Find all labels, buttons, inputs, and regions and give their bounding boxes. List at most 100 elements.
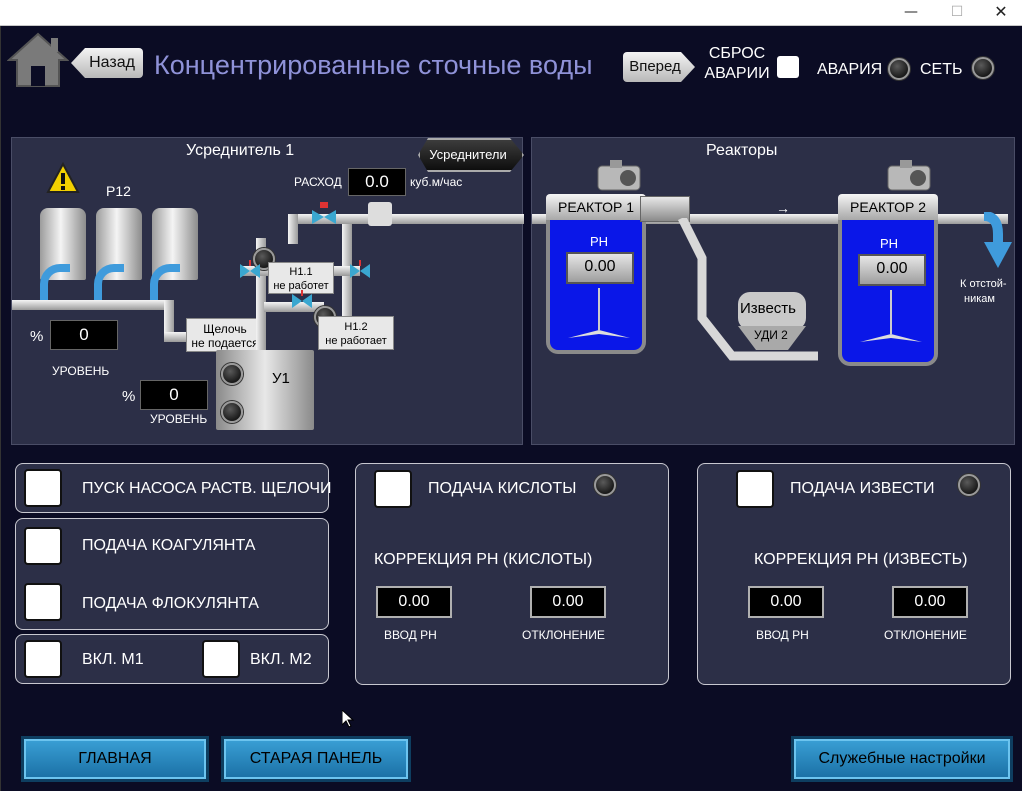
acid-deviation-label: ОТКЛОНЕНИЕ <box>522 628 605 642</box>
flow-value: 0.0 <box>348 168 406 196</box>
old-panel-button[interactable]: СТАРАЯ ПАНЕЛЬ <box>221 736 411 782</box>
valve-icon <box>312 202 336 224</box>
lime-name: Известь <box>740 300 796 317</box>
lime-sub: УДИ 2 <box>754 328 788 342</box>
home-icon[interactable] <box>7 30 69 88</box>
flow-unit: куб.м/час <box>410 175 463 189</box>
alkali-pump-checkbox[interactable] <box>24 469 62 507</box>
reactor2-title: РЕАКТОР 2 <box>838 194 938 220</box>
collector-pipe <box>12 300 172 310</box>
forward-button[interactable]: Вперед <box>623 52 695 82</box>
motor-icon <box>887 160 931 191</box>
alkali-pipe <box>164 332 204 342</box>
cursor-icon <box>342 710 354 728</box>
reset-alarm-checkbox[interactable] <box>777 56 799 78</box>
acid-feed-checkbox[interactable] <box>374 470 412 508</box>
level2-percent: % <box>122 388 136 405</box>
window-titlebar: — ☐ ✕ <box>0 0 1022 26</box>
mixer-icon <box>568 288 630 338</box>
reactor1-title: РЕАКТОР 1 <box>546 194 646 220</box>
valve-icon <box>350 260 370 278</box>
lime-hopper-icon <box>738 292 806 350</box>
flow-meter <box>368 202 392 226</box>
flocculant-checkbox[interactable] <box>24 583 62 621</box>
tank-outlet-pipe-2 <box>94 264 124 304</box>
acid-ph-input-label: ВВОД PH <box>384 628 437 642</box>
flow-label: РАСХОД <box>294 175 342 189</box>
riser-pipe <box>164 300 174 340</box>
coagulant-checkbox[interactable] <box>24 527 62 565</box>
tank-outlet-pipe-3 <box>150 264 180 304</box>
lime-deviation-label: ОТКЛОНЕНИЕ <box>884 628 967 642</box>
main-button[interactable]: ГЛАВНАЯ <box>21 736 209 782</box>
alkali-status-line1: Щелочь <box>203 322 247 336</box>
u1-label: У1 <box>272 370 290 387</box>
tank-group-label: Р12 <box>106 183 131 199</box>
acid-feed-label: ПОДАЧА КИСЛОТЫ <box>428 480 577 497</box>
alkali-pump-card: ПУСК НАСОСА РАСТВ. ЩЕЛОЧИ <box>15 463 332 513</box>
equalizers-button[interactable]: Усреднители <box>418 138 524 172</box>
scada-app: Назад Концентрированные сточные воды Впе… <box>0 26 1022 791</box>
level1-percent: % <box>30 328 44 345</box>
pump-riser-left <box>256 238 266 350</box>
maximize-button[interactable]: ☐ <box>950 4 964 20</box>
alkali-status-line2: не подается <box>191 336 259 350</box>
pump2-status: Н1.2 не работает <box>318 316 394 350</box>
m2-checkbox[interactable] <box>202 640 240 678</box>
back-button[interactable]: Назад <box>71 48 143 78</box>
pump2-status-text: не работает <box>325 335 387 347</box>
alkali-pump-label: ПУСК НАСОСА РАСТВ. ЩЕЛОЧИ <box>82 480 332 497</box>
network-label: СЕТЬ <box>920 61 963 78</box>
outlet-arrow-icon <box>983 212 1012 268</box>
u1-indicator-bottom <box>221 401 243 423</box>
pump2-name: Н1.2 <box>344 321 368 333</box>
lime-deviation[interactable]: 0.00 <box>892 586 968 618</box>
page-title: Концентрированные сточные воды <box>154 50 593 80</box>
pump1-status: Н1.1 не работет <box>268 262 334 294</box>
acid-card: ПОДАЧА КИСЛОТЫ КОРРЕКЦИЯ PH (КИСЛОТЫ) 0.… <box>355 463 669 685</box>
acid-deviation[interactable]: 0.00 <box>530 586 606 618</box>
pump1-status-text: не работет <box>273 280 329 292</box>
pump-riser-right <box>342 218 352 350</box>
reactor1-ph-label: PH <box>590 234 609 249</box>
pump-top-riser <box>288 214 298 244</box>
warning-icon <box>46 162 80 193</box>
level1-value: 0 <box>50 320 118 350</box>
coagulant-label: ПОДАЧА КОАГУЛЯНТА <box>82 537 256 554</box>
pump2-line <box>264 302 324 312</box>
reactor2-ph-label: PH <box>880 236 899 251</box>
alarm-indicator <box>888 58 910 80</box>
u1-indicator-top <box>221 363 243 385</box>
motors-card: ВКЛ. М1 ВКЛ. М2 <box>15 634 329 684</box>
flocculant-label: ПОДАЧА ФЛОКУЛЯНТА <box>82 595 259 612</box>
reactors-panel: Реакторы РЕАКТОР 1 PH 0.00 Известь УДИ 2… <box>531 137 1015 445</box>
level2-label: УРОВЕНЬ <box>150 412 208 426</box>
network-indicator <box>972 57 994 79</box>
lime-ph-input[interactable]: 0.00 <box>748 586 824 618</box>
motor-icon <box>597 160 641 191</box>
acid-feed-indicator <box>594 474 616 496</box>
outlet-label-line1: К отстой- <box>960 278 1007 290</box>
close-button[interactable]: ✕ <box>994 2 1008 21</box>
flow-arrow: → <box>776 200 790 216</box>
reactor2-vessel <box>838 220 938 366</box>
minimize-button[interactable]: — <box>904 4 918 20</box>
acid-ph-input[interactable]: 0.00 <box>376 586 452 618</box>
lime-ph-input-label: ВВОД PH <box>756 628 809 642</box>
reset-alarm-label: СБРОС АВАРИИ <box>704 45 770 82</box>
dosing-card: ПОДАЧА КОАГУЛЯНТА ПОДАЧА ФЛОКУЛЯНТА <box>15 518 329 630</box>
m1-label: ВКЛ. М1 <box>82 651 144 668</box>
pump1-name: Н1.1 <box>289 266 313 278</box>
equalizer-panel: Усреднитель 1 Р12 % 0 УРОВЕНЬ Щелочь не … <box>11 137 524 445</box>
lime-card: ПОДАЧА ИЗВЕСТИ КОРРЕКЦИЯ PH (ИЗВЕСТЬ) 0.… <box>697 463 1011 685</box>
valve-icon <box>292 290 312 308</box>
pipe-junction <box>640 196 690 222</box>
service-settings-button[interactable]: Служебные настройки <box>791 736 1013 782</box>
lime-feed-checkbox[interactable] <box>736 470 774 508</box>
m1-checkbox[interactable] <box>24 640 62 678</box>
outlet-label-line2: никам <box>964 293 995 305</box>
reactor-feed-pipe <box>532 214 1008 224</box>
tank-outlet-pipe-1 <box>40 264 70 304</box>
level1-label: УРОВЕНЬ <box>52 364 110 378</box>
lime-feed-label: ПОДАЧА ИЗВЕСТИ <box>790 480 935 497</box>
